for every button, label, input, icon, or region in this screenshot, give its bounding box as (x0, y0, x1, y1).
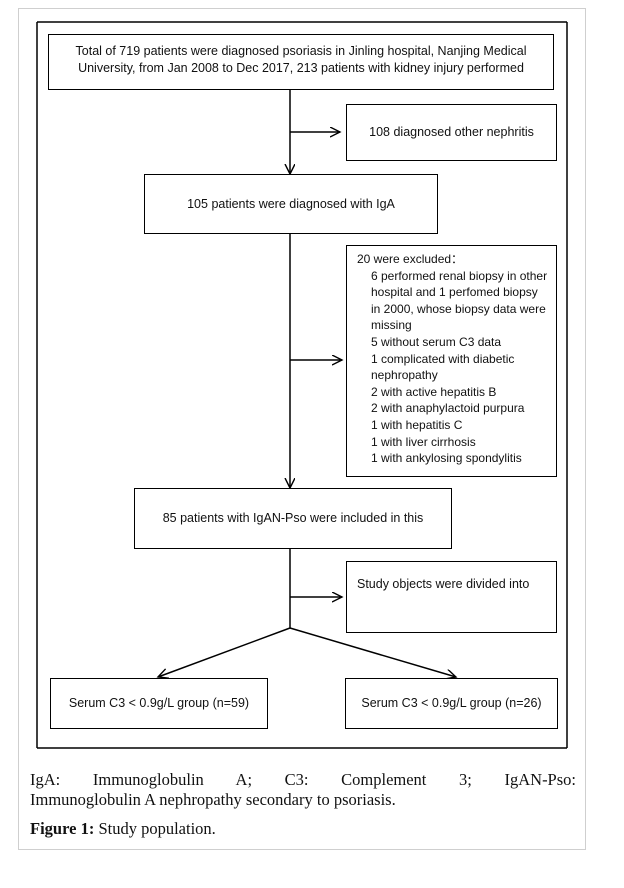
group-left-box: Serum C3 < 0.9g/L group (n=59) (50, 678, 268, 729)
other-nephritis-text: 108 diagnosed other nephritis (369, 125, 534, 139)
study-division-box: Study objects were divided into (346, 561, 557, 633)
excluded-item-diabetic: 1 complicated with diabetic nephropathy (371, 351, 515, 383)
abbreviations-line2: Immunoglobulin A nephropathy secondary t… (30, 790, 396, 809)
figure-caption: IgA: Immunoglobulin A; C3: Complement 3;… (30, 770, 576, 839)
figure-title: Study population. (98, 819, 216, 838)
excluded-item-hepatitis-c: 1 with hepatitis C (371, 417, 463, 432)
other-nephritis-box: 108 diagnosed other nephritis (346, 104, 557, 161)
arrow-split-right (289, 627, 456, 677)
figure-label: Figure 1: (30, 819, 95, 838)
excluded-item-cirrhosis: 1 with liver cirrhosis (371, 434, 476, 449)
total-patients-line2: University, from Jan 2008 to Dec 2017, 2… (78, 61, 524, 75)
included-box: 85 patients with IgAN-Pso were included … (134, 488, 452, 549)
excluded-item-purpura: 2 with anaphylactoid purpura (371, 401, 525, 416)
excluded-item-hepatitis-b: 2 with active hepatitis B (371, 384, 497, 399)
total-patients-line1: Total of 719 patients were diagnosed pso… (75, 44, 527, 58)
figure-frame (18, 8, 586, 850)
excluded-item-biopsy: 6 performed renal biopsy in other hospit… (371, 268, 548, 333)
abbreviations-line1: IgA: Immunoglobulin A; C3: Complement 3;… (30, 770, 576, 789)
group-right-text: Serum C3 < 0.9g/L group (n=26) (361, 696, 542, 710)
iga-diagnosed-box: 105 patients were diagnosed with IgA (144, 174, 438, 234)
total-patients-box: Total of 719 patients were diagnosed pso… (48, 34, 554, 90)
study-division-text: Study objects were divided into (357, 577, 530, 591)
excluded-title: 20 were excluded： (357, 252, 464, 266)
excluded-item-spondylitis: 1 with ankylosing spondylitis (371, 451, 522, 466)
figure-title-line: Figure 1: Study population. (30, 819, 576, 839)
group-left-text: Serum C3 < 0.9g/L group (n=59) (68, 696, 250, 710)
iga-diagnosed-text: 105 patients were diagnosed with IgA (187, 196, 395, 211)
excluded-box: 20 were excluded： 6 performed renal biop… (346, 245, 557, 477)
excluded-item-c3: 5 without serum C3 data (371, 334, 502, 349)
included-text: 85 patients with IgAN-Pso were included … (162, 511, 424, 525)
arrow-split-left (158, 627, 291, 677)
group-right-box: Serum C3 < 0.9g/L group (n=26) (345, 678, 558, 729)
